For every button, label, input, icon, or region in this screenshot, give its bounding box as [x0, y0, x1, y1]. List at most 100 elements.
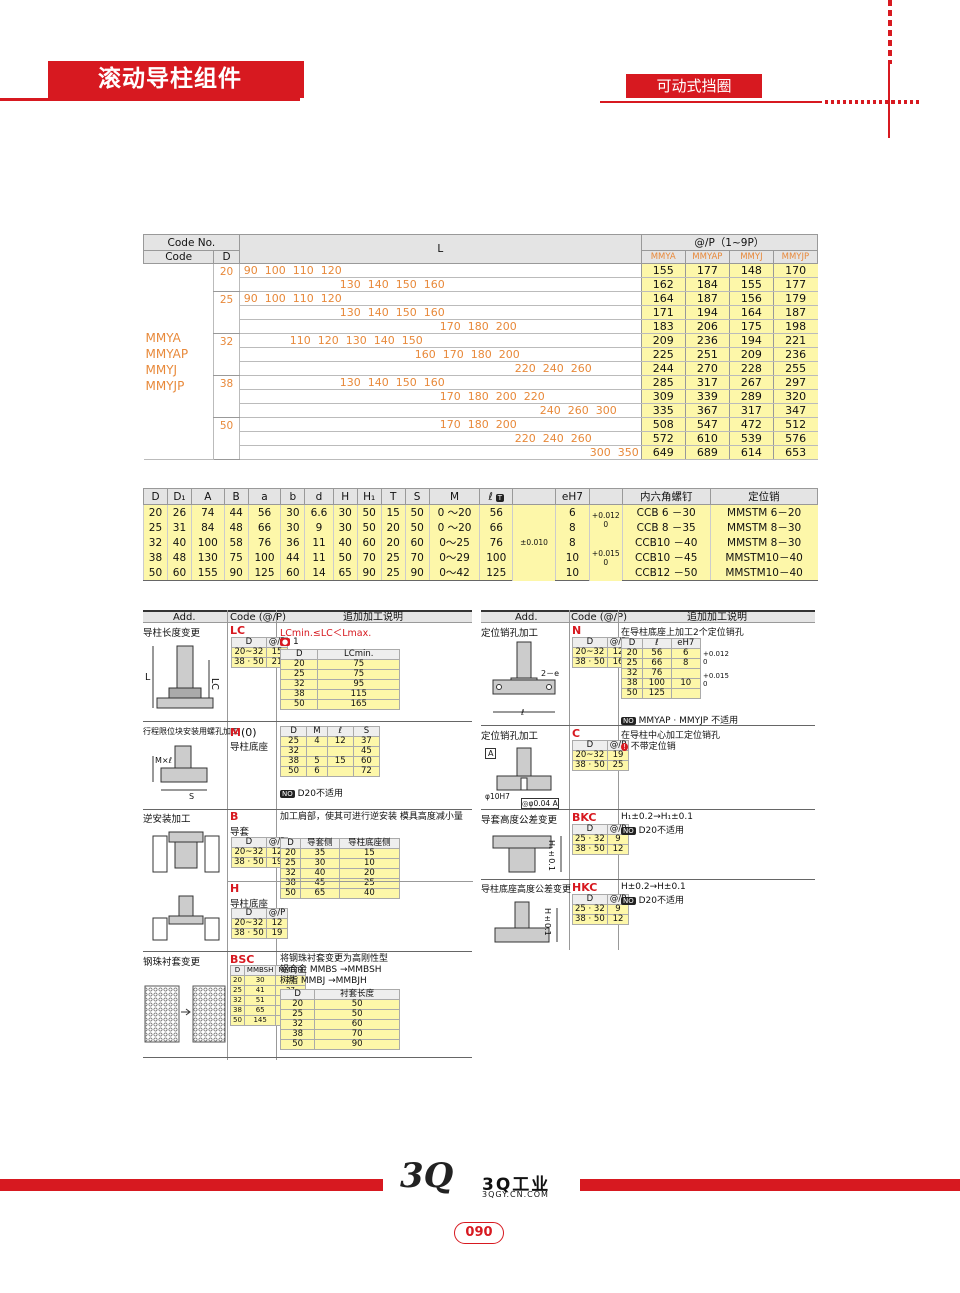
- left-add-header: Add. Code (@/P) 追加加工说明: [143, 610, 472, 623]
- price-table: Code No. L @/P（1~9P） Code D MMYA MMYAP M…: [142, 234, 819, 460]
- mini-cell: @/P: [265, 908, 289, 919]
- cell: 30: [332, 520, 358, 535]
- mini-cell: D: [572, 740, 608, 751]
- mini-cell: [326, 766, 354, 777]
- price-cell: 198: [772, 319, 818, 334]
- bkc-code: BKC: [572, 811, 597, 824]
- mini-cell: 50: [279, 766, 308, 777]
- cell: 100: [247, 550, 281, 565]
- th-定位销: 定位销: [709, 488, 819, 505]
- bsc-name: 钢珠衬套变更: [143, 957, 201, 968]
- mini-cell: 41: [243, 985, 277, 996]
- th-etol: [588, 488, 623, 505]
- tol-cell: +0.015 0: [588, 535, 623, 581]
- mini-cell: 9: [606, 834, 630, 845]
- mini-cell: 65: [243, 1005, 277, 1016]
- mini-cell: 衬套长度: [314, 989, 400, 1000]
- mini-cell: 25: [279, 858, 302, 869]
- m-no: NO D20不适用: [280, 789, 344, 799]
- cell: 15: [380, 504, 406, 520]
- d-cell: 25: [213, 291, 240, 334]
- cell: 70: [356, 550, 382, 565]
- mini-cell: D: [279, 989, 316, 1000]
- mini-cell: 19: [265, 928, 289, 939]
- brand-logo: 3Q: [400, 1156, 454, 1196]
- mini-cell: 51: [243, 995, 277, 1006]
- l-cell: 220 240 260: [238, 361, 642, 376]
- price-cell: 194: [729, 333, 774, 348]
- mini-cell: 25: [279, 736, 308, 747]
- cell: 155: [190, 565, 225, 581]
- mini-cell: 70: [314, 1029, 400, 1040]
- cell: 8: [554, 520, 590, 535]
- header-dots: [825, 100, 895, 104]
- price-cell: 228: [729, 361, 774, 376]
- cell: 0 ～20: [428, 520, 480, 535]
- price-cell: 347: [772, 403, 818, 418]
- price-cell: 156: [729, 291, 774, 306]
- bkc-name: 导套高度公差变更: [481, 815, 558, 826]
- mini-cell: 25: [620, 658, 644, 669]
- corner-dots: [892, 100, 922, 104]
- c-name: 定位销孔加工: [481, 731, 539, 742]
- price-cell: 194: [684, 305, 730, 320]
- th-col: MMYAP: [684, 250, 731, 264]
- th-code-no: Code No.: [143, 234, 240, 251]
- th-H: H: [332, 488, 358, 505]
- mini-cell: D: [231, 908, 267, 919]
- mini-cell: LCmin.: [317, 649, 400, 660]
- bkc-diagram: [492, 835, 562, 873]
- mini-cell: D: [230, 965, 245, 976]
- cell: 25: [380, 550, 406, 565]
- price-cell: 175: [729, 319, 774, 334]
- header-rule: [0, 98, 300, 101]
- b-code: B: [230, 810, 239, 823]
- cell: 60: [356, 535, 382, 550]
- cell: 74: [190, 504, 225, 520]
- mini-cell: 50: [620, 688, 644, 699]
- mini-cell: 32: [230, 995, 245, 1006]
- l-cell: 130 140 150 160: [238, 277, 642, 292]
- mini-cell: 38 · 50: [572, 760, 608, 771]
- mini-cell: 35: [300, 848, 340, 859]
- cell: 25: [380, 565, 406, 581]
- mini-cell: 72: [352, 766, 381, 777]
- cell: 56: [479, 504, 513, 520]
- cell: 58: [223, 535, 249, 550]
- cell: 130: [190, 550, 225, 565]
- cell: 25: [143, 520, 168, 535]
- mini-cell: 165: [317, 699, 400, 710]
- mini-cell: 95: [317, 679, 400, 690]
- code-name: MMYJP: [145, 378, 185, 393]
- h-code: Code (@/P): [571, 612, 627, 623]
- mini-cell: 38: [279, 1029, 316, 1040]
- d-cell: 32: [213, 333, 240, 376]
- cell: 0 ～20: [428, 504, 480, 520]
- price-cell: 472: [729, 417, 774, 432]
- mini-cell: 38: [230, 1005, 245, 1016]
- c-desc: 在导柱中心加工定位销孔: [621, 731, 721, 741]
- mini-cell: 25: [230, 985, 245, 996]
- hkc-code: HKC: [572, 881, 598, 894]
- mini-cell: 6: [306, 766, 328, 777]
- price-cell: 649: [640, 445, 686, 460]
- mini-cell: 38 · 50: [231, 928, 267, 939]
- l-cell: 130 140 150 160: [238, 375, 642, 390]
- price-cell: 162: [640, 277, 686, 292]
- mini-cell: 25: [279, 1009, 316, 1020]
- mini-cell: 56: [642, 648, 672, 659]
- mini-cell: 20: [230, 975, 245, 986]
